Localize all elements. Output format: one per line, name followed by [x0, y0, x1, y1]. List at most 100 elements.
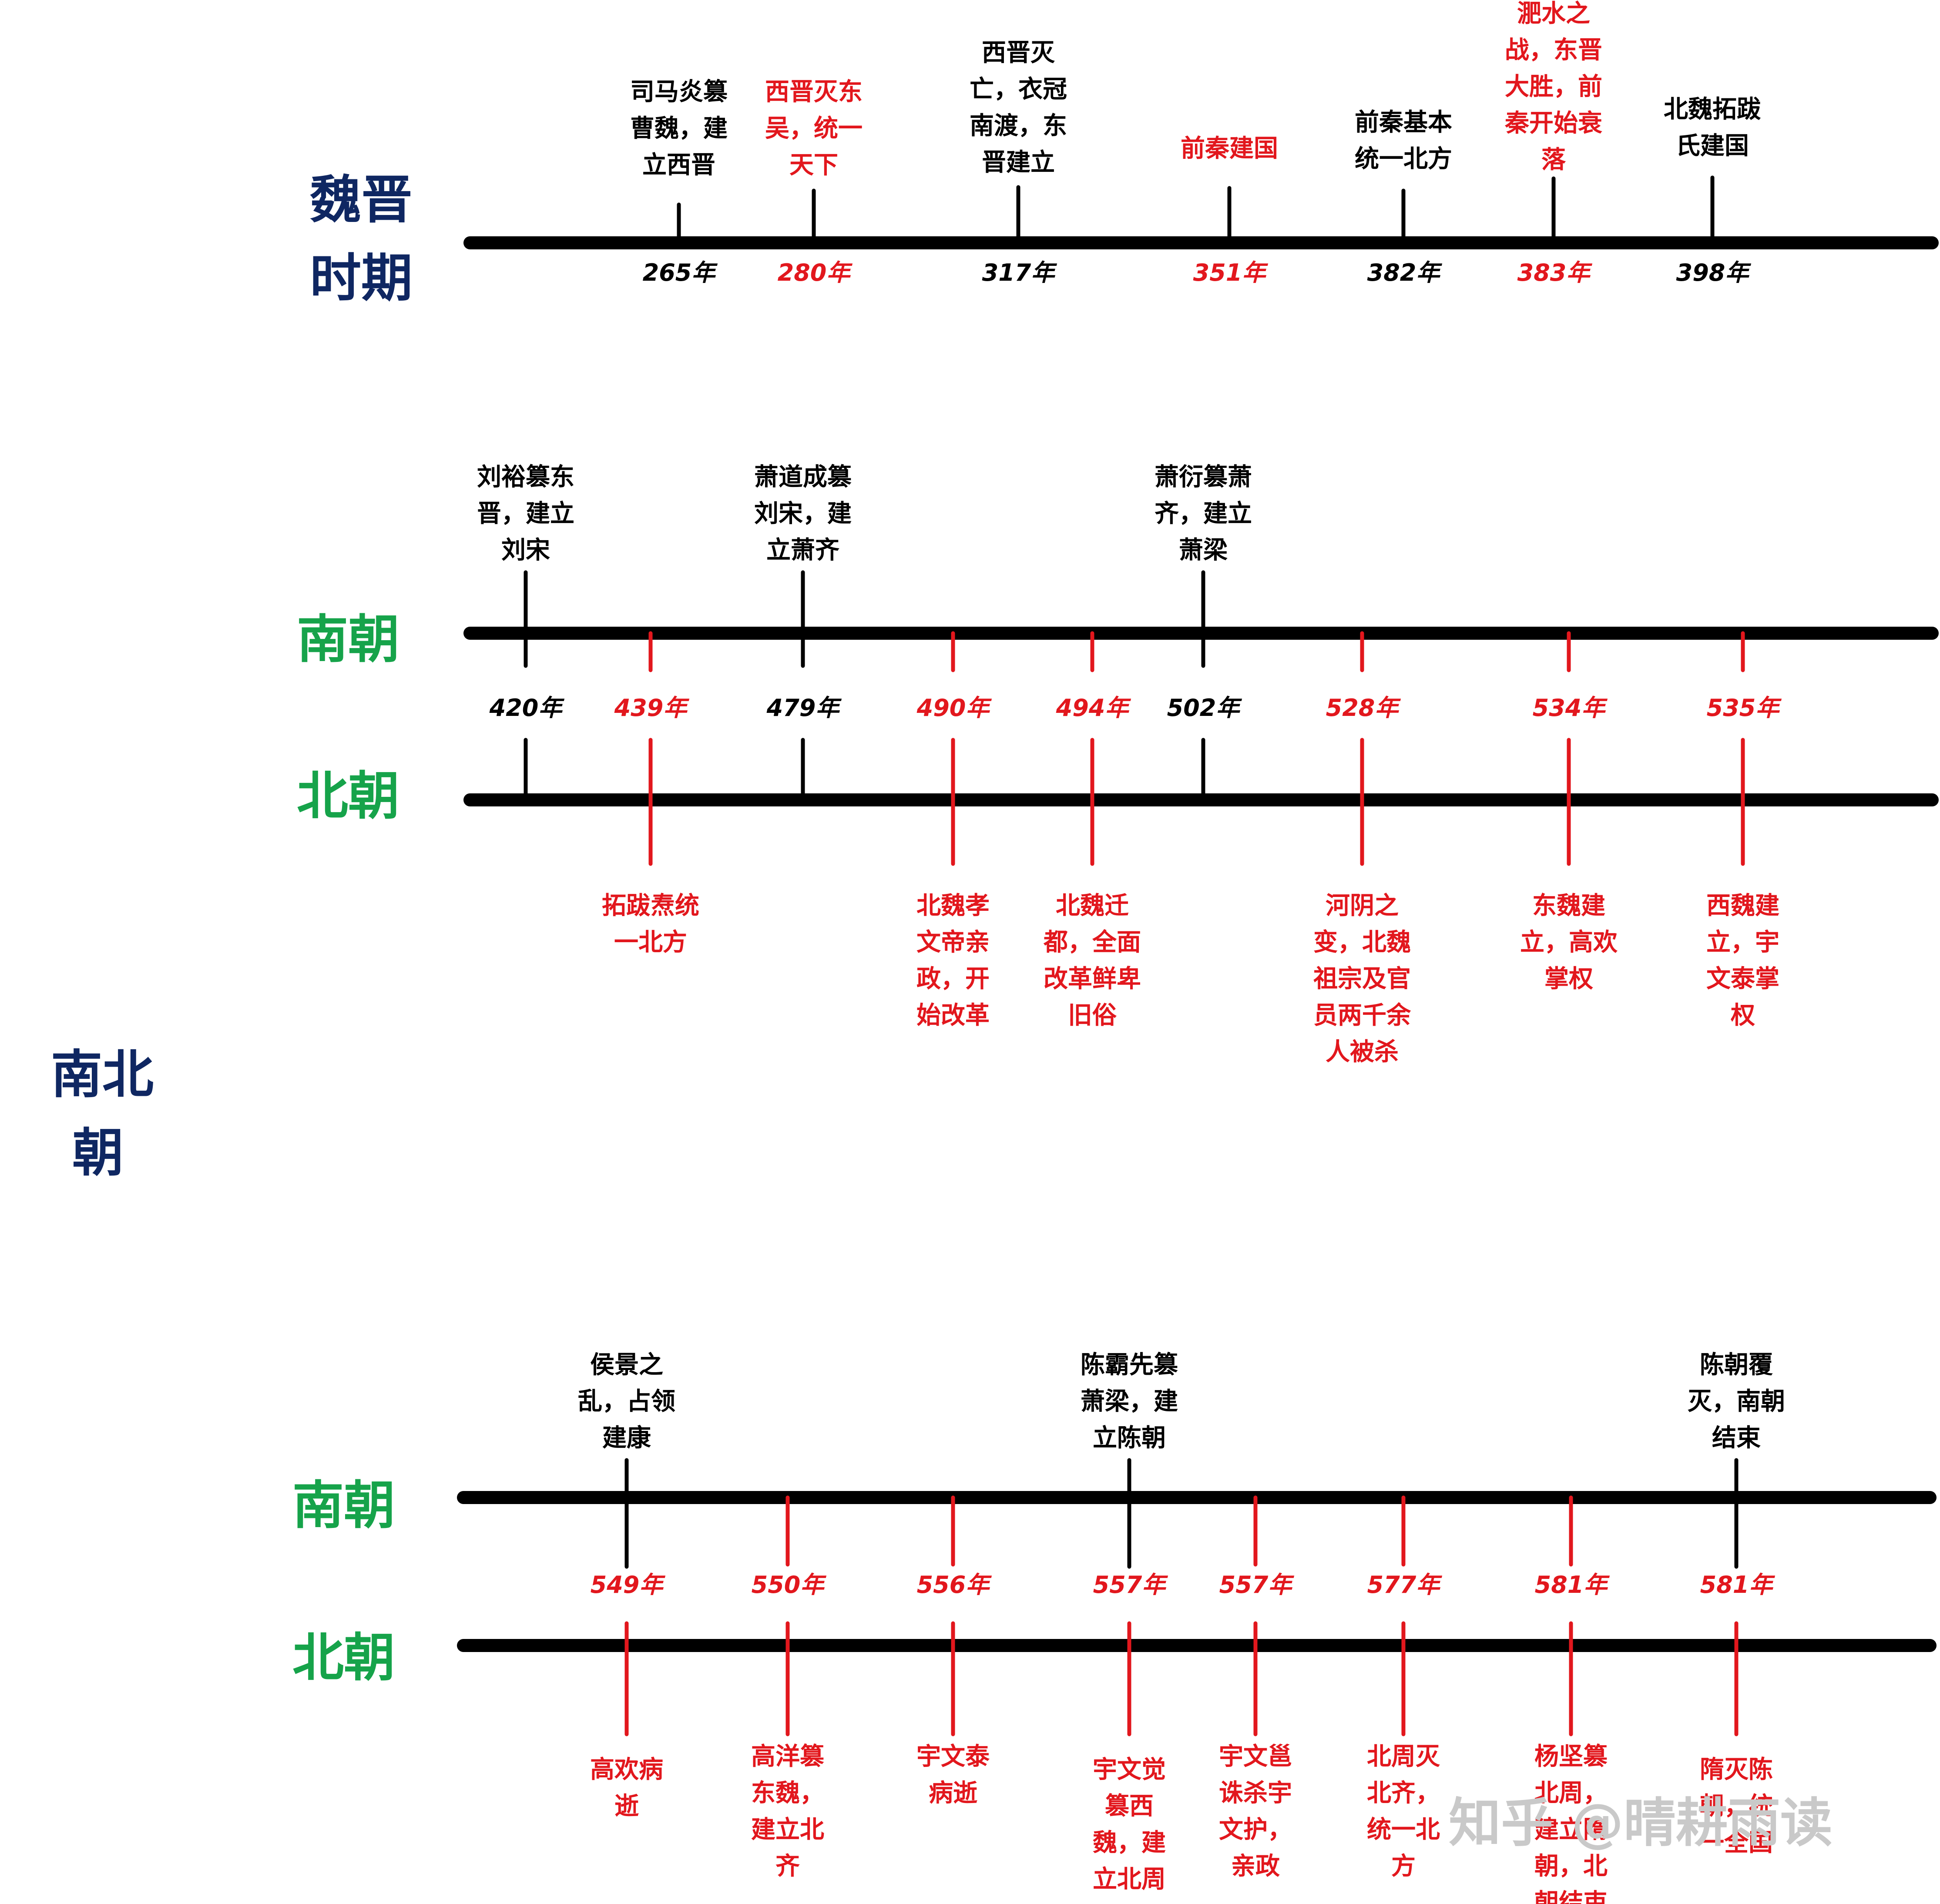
event-label: 建康 — [602, 1424, 651, 1452]
event-label: 北周灭 — [1367, 1743, 1440, 1771]
event-label: 齐 — [775, 1852, 800, 1880]
event-label: 宇文泰 — [916, 1743, 990, 1771]
event-label: 晋，建立 — [477, 500, 574, 528]
year-label: 317年 — [982, 259, 1057, 286]
event-label: 亲政 — [1231, 1852, 1280, 1880]
event-label: 西晋灭 — [982, 39, 1055, 67]
year-label: 534年 — [1533, 694, 1608, 722]
event-label: 朝，统 — [1700, 1792, 1773, 1820]
event-label: 立，高欢 — [1520, 928, 1618, 957]
year-label: 383年 — [1517, 259, 1593, 286]
event-label: 落 — [1541, 146, 1566, 174]
event-label: 陈霸先篡 — [1081, 1351, 1178, 1379]
event-label: 立西晋 — [642, 151, 715, 179]
event-label: 吴，统一 — [765, 114, 863, 143]
event-label: 建立北 — [751, 1816, 824, 1844]
event-label: 秦开始衰 — [1504, 109, 1602, 138]
event-label: 祖宗及官 — [1313, 965, 1411, 993]
event-label: 前秦建国 — [1181, 134, 1278, 163]
event-label: 隋灭陈 — [1700, 1756, 1773, 1784]
event-label: 北齐， — [1367, 1779, 1440, 1807]
event-label: 刘宋 — [501, 536, 550, 564]
row-label-north: 北朝 — [297, 766, 399, 826]
year-label: 490年 — [916, 694, 992, 722]
event-label: 西魏建 — [1706, 892, 1779, 920]
year-label: 556年 — [917, 1571, 992, 1598]
year-label: 265年 — [643, 259, 718, 286]
event-label: 员两千余 — [1313, 1001, 1411, 1030]
event-label: 北魏孝 — [916, 892, 990, 920]
event-label: 旧俗 — [1068, 1001, 1117, 1030]
event-label: 一全国 — [1700, 1829, 1773, 1857]
event-label: 立萧齐 — [766, 536, 839, 564]
event-label: 统一北方 — [1355, 145, 1452, 173]
year-label: 439年 — [614, 694, 690, 722]
period-label-weijin: 时期 — [310, 248, 413, 308]
year-label: 557年 — [1093, 1571, 1168, 1598]
event-label: 文帝亲 — [916, 928, 990, 957]
year-label: 280年 — [778, 259, 853, 286]
year-label: 581年 — [1700, 1571, 1776, 1598]
event-label: 改革鲜卑 — [1044, 965, 1141, 993]
event-label: 高洋篡 — [751, 1743, 824, 1771]
event-label: 都，全面 — [1043, 928, 1141, 957]
event-label: 乱，占领 — [578, 1387, 675, 1416]
event-label: 逝 — [614, 1792, 639, 1820]
event-label: 立，宇 — [1706, 928, 1779, 957]
event-label: 侯景之 — [590, 1351, 663, 1379]
event-label: 朝结束 — [1534, 1889, 1608, 1904]
event-label: 北周， — [1534, 1779, 1608, 1807]
watermark: 知乎 @晴耕雨读 — [1449, 1793, 1833, 1854]
year-label: 549年 — [591, 1571, 666, 1598]
year-label: 420年 — [489, 694, 565, 722]
year-label: 535年 — [1707, 694, 1782, 722]
event-label: 高欢病 — [590, 1756, 663, 1784]
event-label: 宇文觉 — [1093, 1756, 1166, 1784]
event-label: 结束 — [1712, 1424, 1761, 1452]
year-label: 577年 — [1367, 1571, 1443, 1598]
event-label: 天下 — [789, 151, 838, 179]
year-label: 557年 — [1219, 1571, 1295, 1598]
year-label: 382年 — [1367, 259, 1443, 286]
year-label: 398年 — [1676, 259, 1752, 286]
event-label: 东魏， — [751, 1779, 824, 1807]
event-label: 曹魏，建 — [630, 114, 728, 143]
event-label: 权 — [1730, 1001, 1755, 1030]
year-label: 351年 — [1193, 259, 1269, 286]
event-label: 始改革 — [916, 1001, 990, 1030]
period-label-nanbeichao: 南北 — [51, 1044, 154, 1105]
event-label: 刘裕篡东 — [477, 463, 574, 491]
event-label: 文护， — [1219, 1816, 1292, 1844]
event-label: 灭，南朝 — [1688, 1387, 1785, 1416]
event-label: 宇文邕 — [1219, 1743, 1292, 1771]
event-label: 统一北 — [1367, 1816, 1440, 1844]
event-label: 病逝 — [929, 1779, 977, 1807]
event-label: 亡，衣冠 — [970, 75, 1067, 104]
row-label-south: 南朝 — [297, 609, 399, 669]
event-label: 一北方 — [614, 928, 687, 957]
year-label: 502年 — [1167, 694, 1242, 722]
event-label: 方 — [1391, 1852, 1416, 1880]
row-label-south: 南朝 — [292, 1475, 395, 1535]
event-label: 晋建立 — [982, 148, 1055, 177]
event-label: 北魏拓跋 — [1664, 95, 1761, 124]
event-label: 东魏建 — [1532, 892, 1605, 920]
event-label: 萧衍篡萧 — [1155, 463, 1252, 491]
event-label: 萧梁 — [1179, 536, 1228, 564]
event-label: 萧道成篡 — [754, 463, 852, 491]
event-label: 前秦基本 — [1355, 108, 1452, 137]
event-label: 掌权 — [1544, 965, 1593, 993]
period-label-weijin: 魏晋 — [310, 169, 413, 230]
event-label: 魏，建 — [1093, 1829, 1166, 1857]
event-label: 大胜，前 — [1505, 73, 1602, 101]
event-label: 氏建国 — [1676, 132, 1749, 160]
event-label: 变，北魏 — [1313, 928, 1411, 957]
event-label: 政，开 — [916, 965, 990, 993]
event-label: 立北周 — [1093, 1865, 1166, 1894]
event-label: 刘宋，建 — [754, 500, 852, 528]
event-label: 诛杀宇 — [1219, 1779, 1292, 1807]
event-label: 朝，北 — [1534, 1852, 1608, 1880]
event-label: 河阴之 — [1326, 892, 1399, 920]
year-label: 479年 — [766, 694, 842, 722]
